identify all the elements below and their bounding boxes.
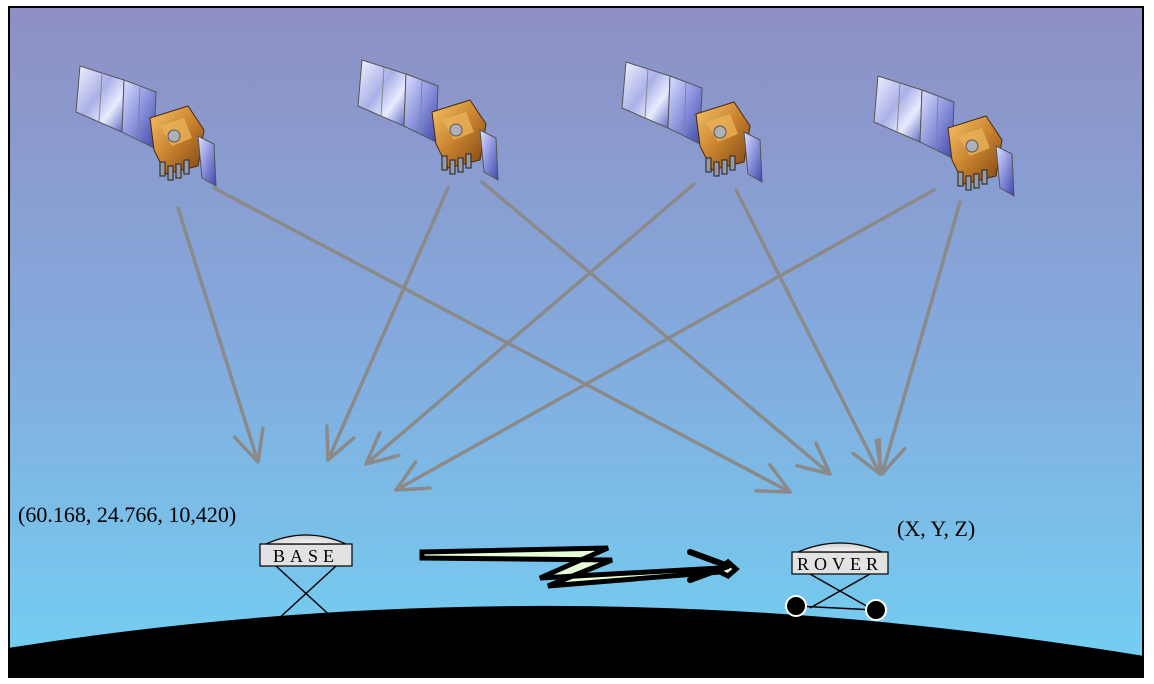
signal-arrow-line: [176, 206, 260, 464]
signal-arrow-line: [212, 186, 792, 494]
signal-arrow-head: [394, 460, 432, 492]
rover-wheel-right: [865, 599, 887, 621]
rover-wheel-left: [785, 595, 807, 617]
signal-arrow-head: [364, 431, 401, 466]
signal-arrow-head: [232, 426, 265, 464]
base-label: BASE: [273, 546, 339, 566]
radio-link-icon: [419, 545, 740, 589]
rover-icon: ROVER: [785, 542, 889, 621]
signal-arrow-line: [364, 182, 696, 466]
base-coordinates: (60.168, 24.766, 10,420): [18, 502, 236, 527]
signal-arrow-line: [480, 180, 832, 476]
base-station-icon: BASE: [259, 534, 353, 622]
rover-coordinates: (X, Y, Z): [897, 516, 975, 541]
rover-label: ROVER: [797, 554, 883, 574]
signal-arrow-line: [326, 186, 450, 462]
signal-arrow-head: [874, 438, 907, 476]
signal-arrow-head: [325, 424, 356, 462]
signal-arrow-line: [880, 200, 962, 476]
earth-surface: [8, 605, 1144, 678]
signal-arrow-head: [795, 441, 832, 476]
signal-arrow-head: [754, 462, 792, 494]
signal-arrows: [176, 180, 962, 494]
signal-arrow-line: [734, 188, 882, 476]
signal-arrow-line: [394, 188, 936, 492]
